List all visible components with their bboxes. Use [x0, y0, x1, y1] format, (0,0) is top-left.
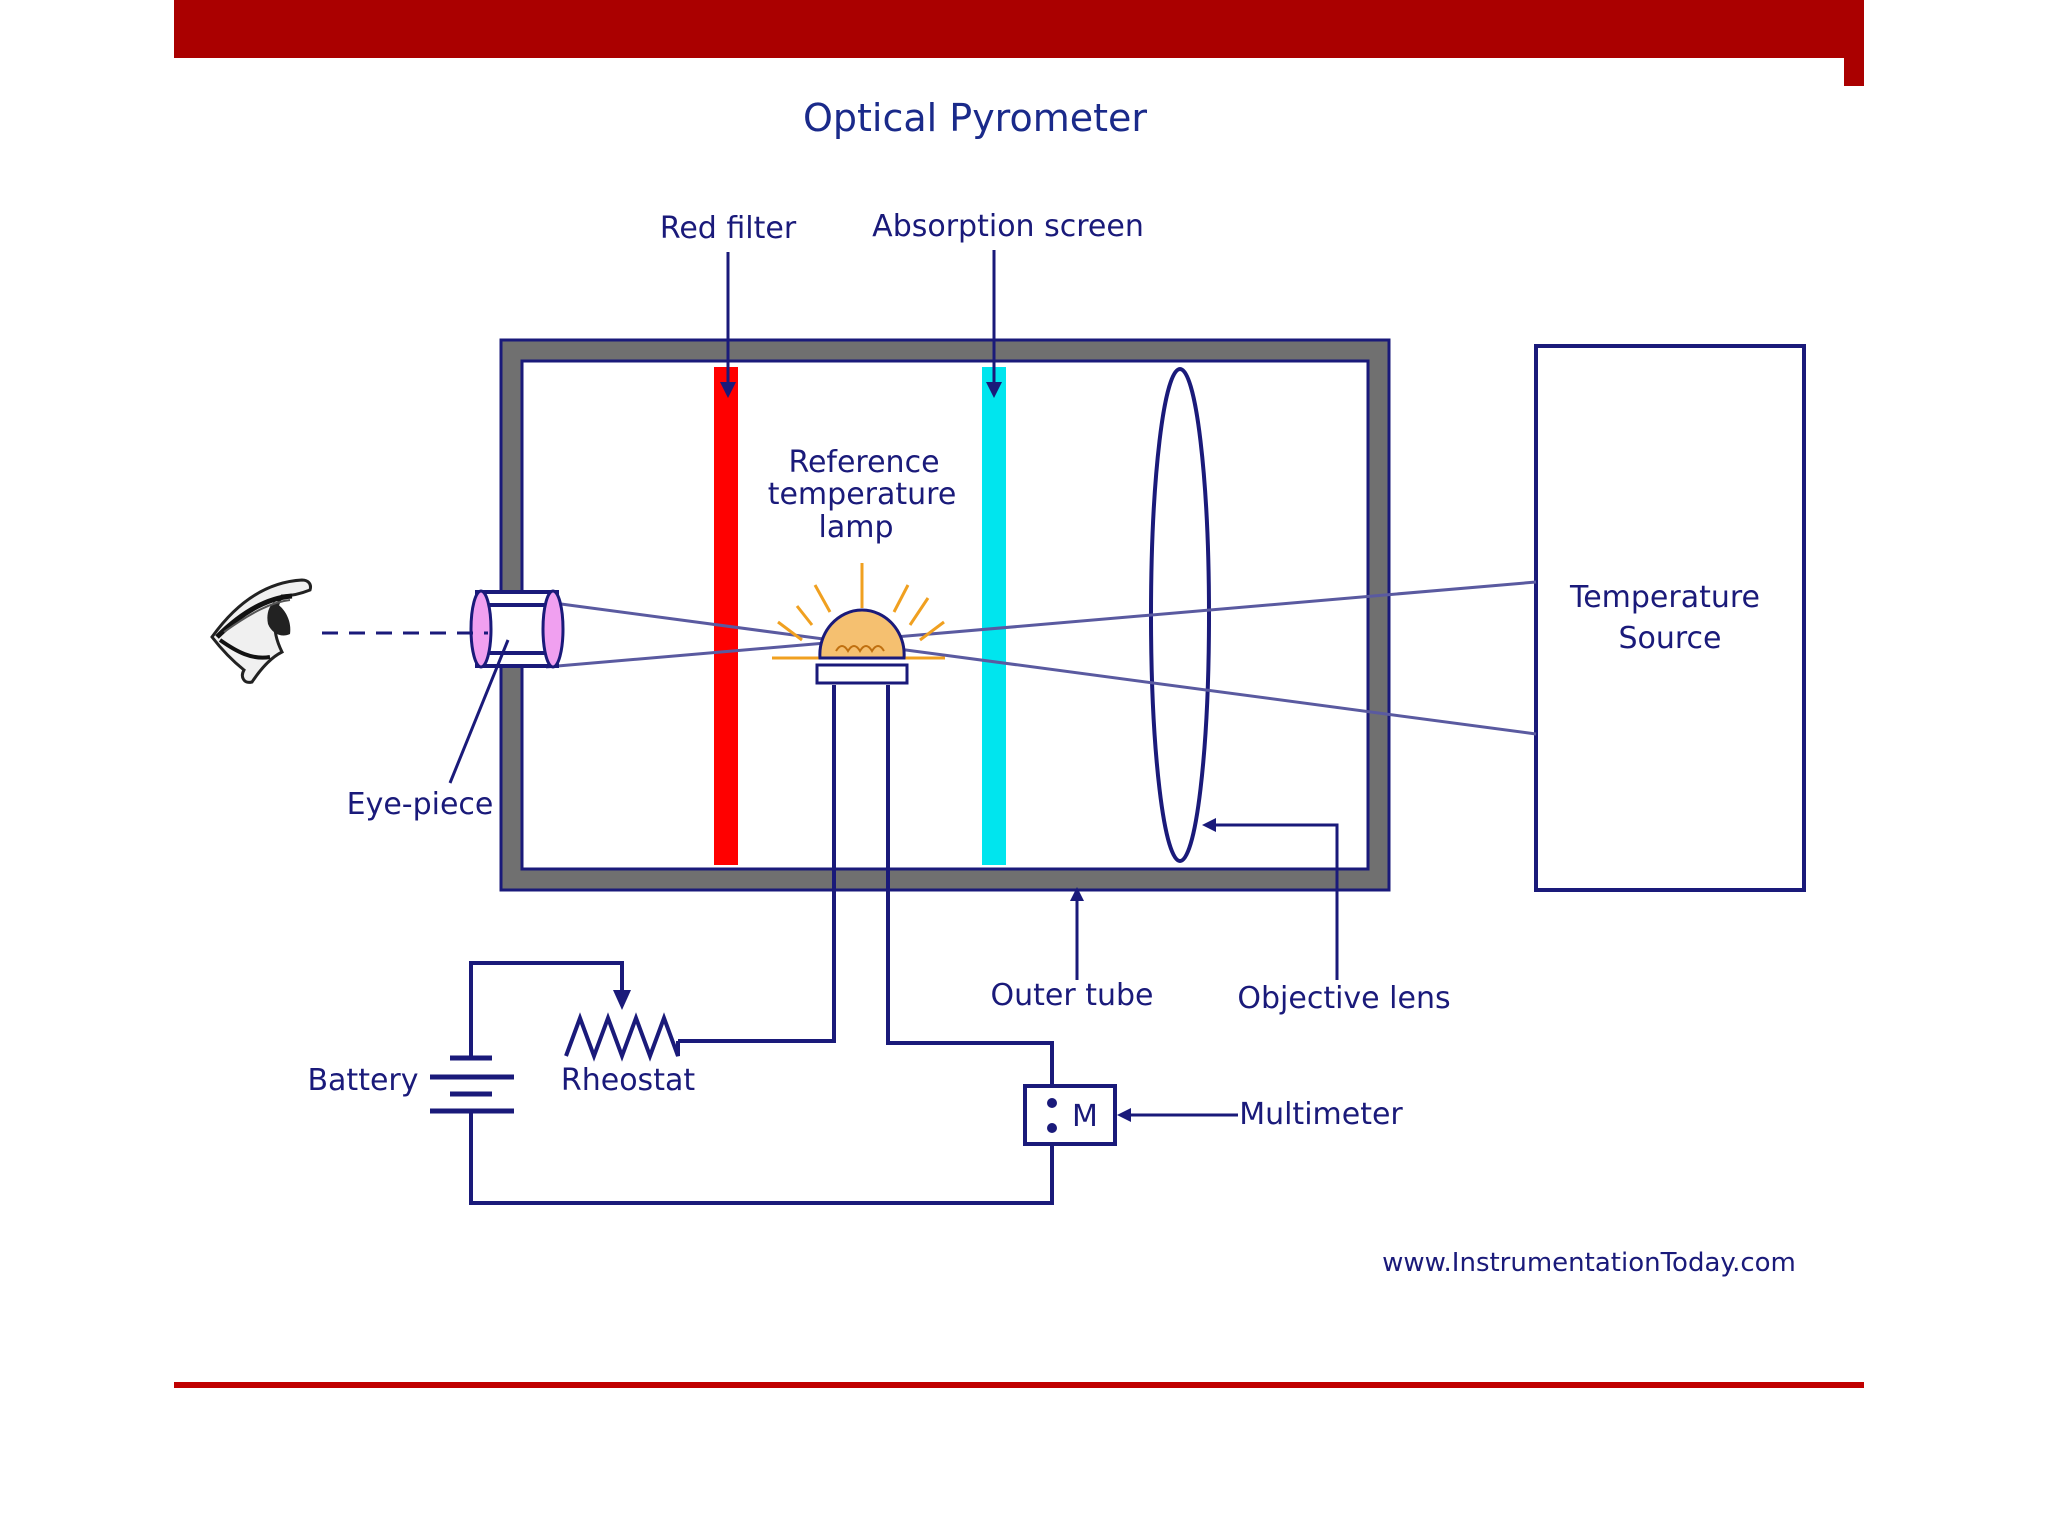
reference-lamp-label-line1: Reference: [788, 445, 939, 480]
rheostat-wiper-arrowhead: [613, 990, 631, 1010]
multimeter-terminal-bottom: [1047, 1123, 1057, 1133]
multimeter-symbol: M: [1072, 1099, 1098, 1134]
header-bar: [174, 0, 1864, 58]
reference-lamp-label-line2: temperature: [768, 477, 957, 512]
temperature-source-label-line1: Temperature: [1569, 580, 1760, 615]
circuit-wiring: [469, 873, 1054, 1205]
battery-label: Battery: [307, 1063, 418, 1098]
battery: [430, 1055, 514, 1114]
absorption-screen-arrowhead: [986, 382, 1002, 398]
light-ray-upper: [545, 600, 1537, 736]
reference-lamp-label-line3: lamp: [819, 510, 894, 545]
multimeter-label: Multimeter: [1239, 1097, 1403, 1132]
multimeter-terminal-top: [1047, 1098, 1057, 1108]
diagram-title: Optical Pyrometer: [803, 96, 1147, 140]
reference-lamp: [772, 563, 945, 873]
objective-lens-arrowhead: [1202, 818, 1216, 832]
temperature-source: [1534, 344, 1806, 892]
red-filter-label: Red filter: [660, 211, 797, 246]
temperature-source-label-line2: Source: [1618, 621, 1721, 656]
light-ray-lower: [545, 580, 1537, 669]
credit-text: www.InstrumentationToday.com: [1382, 1248, 1796, 1278]
absorption-screen: [982, 367, 1006, 865]
rheostat-label: Rheostat: [561, 1063, 695, 1098]
multimeter-arrowhead: [1117, 1108, 1131, 1122]
rheostat: [564, 1012, 680, 1062]
header-bar-tab: [1844, 0, 1864, 86]
footer-line: [174, 1382, 1864, 1388]
objective-lens-pointer: [1210, 823, 1339, 980]
red-filter: [714, 367, 738, 865]
outer-tube-label: Outer tube: [991, 978, 1154, 1013]
eye-piece-label: Eye-piece: [347, 787, 494, 822]
eye-icon: [210, 578, 312, 684]
outer-tube-arrowhead: [1070, 887, 1084, 901]
eye-piece: [469, 589, 565, 669]
objective-lens-label: Objective lens: [1237, 981, 1450, 1016]
red-filter-arrowhead: [720, 382, 736, 398]
eye-piece-pointer: [448, 639, 510, 784]
absorption-screen-label: Absorption screen: [872, 209, 1144, 244]
multimeter: [1023, 1084, 1117, 1146]
